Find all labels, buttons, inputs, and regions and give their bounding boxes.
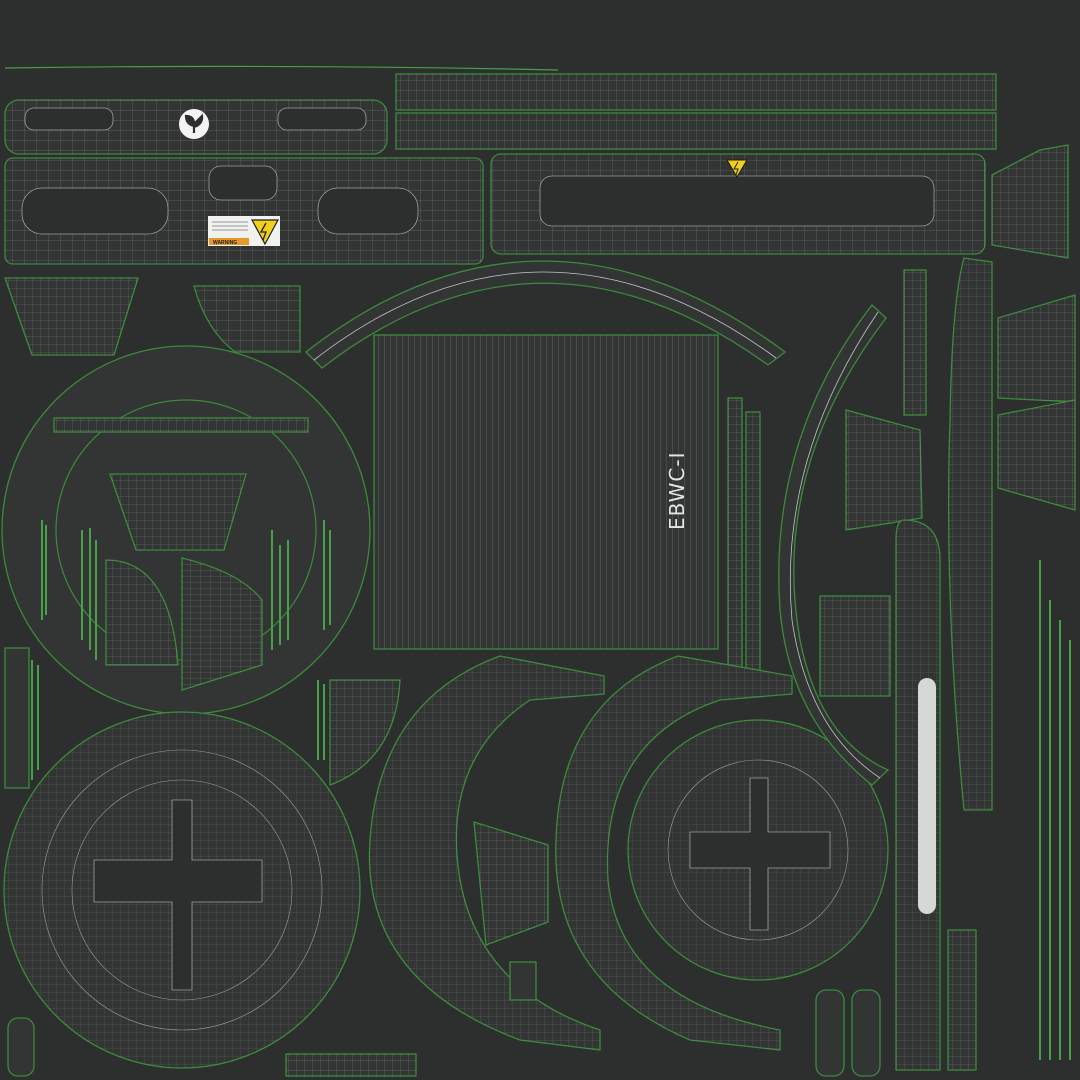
leaf-logo-icon bbox=[179, 109, 209, 139]
curved-strip-right bbox=[778, 304, 890, 786]
main-panel: EBWC-I bbox=[373, 334, 719, 650]
arch-piece-middle bbox=[368, 655, 605, 1051]
vertical-strips-center bbox=[727, 397, 761, 674]
light-bar bbox=[918, 678, 936, 914]
warning-sticker: WARNING bbox=[208, 216, 280, 246]
high-voltage-warning-icon bbox=[726, 159, 748, 178]
tall-column-piece bbox=[895, 519, 941, 1071]
trapezoid-pieces-right bbox=[991, 144, 1076, 511]
bottom-small-pieces bbox=[7, 929, 977, 1077]
grille-panel-middle: WARNING bbox=[4, 157, 484, 265]
top-seam-line bbox=[4, 65, 559, 71]
disk-piece-left bbox=[3, 711, 361, 1069]
arc-band-top bbox=[305, 260, 787, 369]
warning-label: WARNING bbox=[213, 240, 237, 246]
grille-panel-top bbox=[4, 99, 388, 155]
side-strip-left bbox=[4, 647, 30, 789]
high-voltage-warning-icon bbox=[250, 219, 280, 246]
arch-piece-right bbox=[555, 655, 889, 1051]
grille-panel-right bbox=[490, 153, 986, 255]
panel-label: EBWC-I bbox=[665, 452, 689, 531]
green-slivers bbox=[31, 520, 1071, 1060]
circular-piece-left bbox=[1, 345, 371, 715]
long-strip-top bbox=[395, 73, 997, 150]
